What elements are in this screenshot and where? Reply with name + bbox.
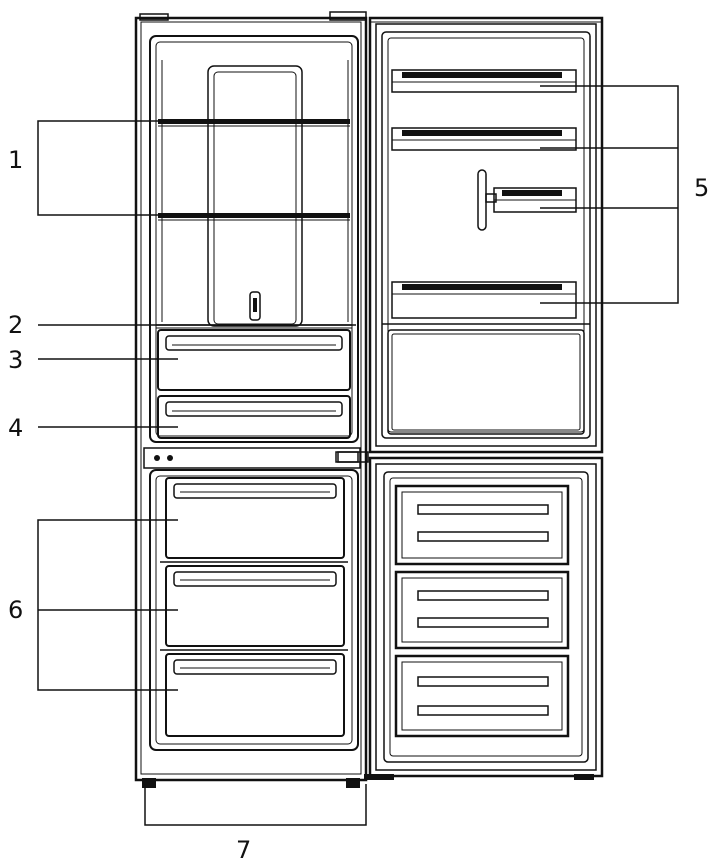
fridge-door (368, 16, 604, 454)
fridge-light (249, 291, 261, 321)
glass-shelves (158, 119, 350, 221)
freezer-door-panel-2 (394, 570, 570, 650)
callout-6: 6 (8, 596, 23, 624)
door-balcony-small (477, 169, 577, 231)
crisper-drawer-lower (157, 395, 351, 439)
freezer-door-panel-1 (394, 484, 570, 566)
callout-2: 2 (8, 311, 23, 339)
leader-lines (37, 85, 679, 826)
freezer-door (337, 451, 604, 780)
door-balcony-1 (391, 69, 577, 93)
callout-numbers: 1 2 3 4 5 6 7 (8, 146, 709, 862)
freezer-door-panel-3 (394, 654, 570, 738)
freezer-compartment (149, 469, 359, 751)
adjustable-feet (136, 778, 366, 788)
freezer-drawer-1 (165, 477, 345, 559)
callout-4: 4 (8, 414, 23, 442)
callout-1: 1 (8, 146, 23, 174)
door-balcony-2 (391, 127, 577, 151)
freezer-drawer-2 (160, 561, 348, 647)
callout-7: 7 (236, 836, 251, 862)
freezer-drawer-3 (160, 649, 348, 737)
crisper-drawer-upper (157, 329, 351, 391)
callout-5: 5 (694, 174, 709, 202)
callout-3: 3 (8, 346, 23, 374)
door-lower-bin (382, 323, 590, 435)
fridge-compartment (149, 35, 359, 443)
control-panel (143, 447, 361, 469)
door-balcony-3 (391, 281, 577, 319)
